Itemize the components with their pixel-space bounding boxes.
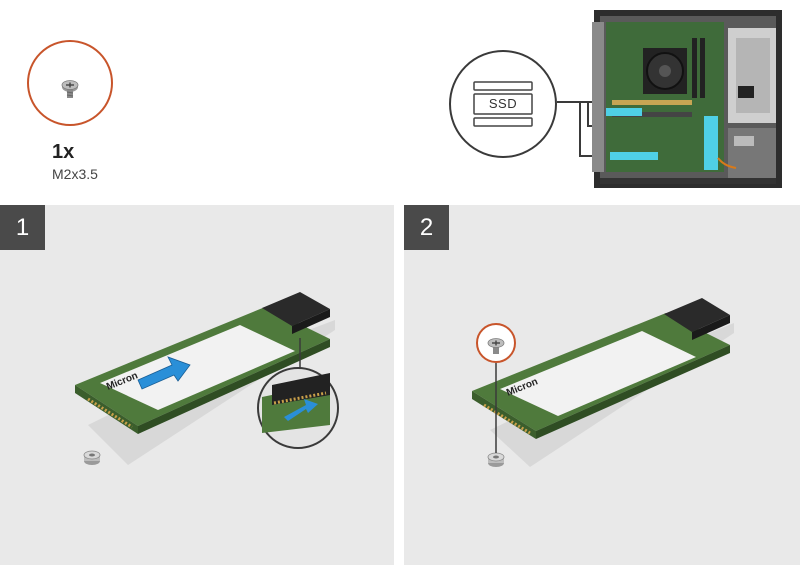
standoff-icon — [487, 452, 505, 467]
ssd-label: SSD — [488, 96, 518, 111]
connector-arrow-icon — [284, 399, 318, 421]
screw-icon — [487, 338, 505, 354]
standoff-icon — [83, 450, 101, 465]
computer-chassis-illustration — [592, 10, 782, 188]
step-2-panel: 2 Micron — [404, 205, 800, 565]
insert-arrow-icon — [137, 356, 191, 390]
step-2-illustration: Micron — [472, 298, 734, 467]
ssd-module: Micron — [472, 298, 730, 439]
screw-size-label: M2x3.5 — [52, 166, 98, 182]
ssd-drive-icon — [473, 81, 533, 127]
screw-callout — [27, 40, 113, 126]
screw-quantity: 1x — [52, 141, 75, 163]
ssd-module: Micron — [75, 292, 330, 434]
step-2-badge: 2 — [404, 205, 449, 250]
step-1-panel: 1 Micron — [0, 205, 394, 565]
ssd-callout: SSD — [449, 50, 557, 158]
step-1-illustration: Micron — [75, 292, 339, 465]
connector-detail — [262, 373, 330, 433]
screw-icon — [61, 80, 79, 98]
step-1-badge: 1 — [0, 205, 45, 250]
